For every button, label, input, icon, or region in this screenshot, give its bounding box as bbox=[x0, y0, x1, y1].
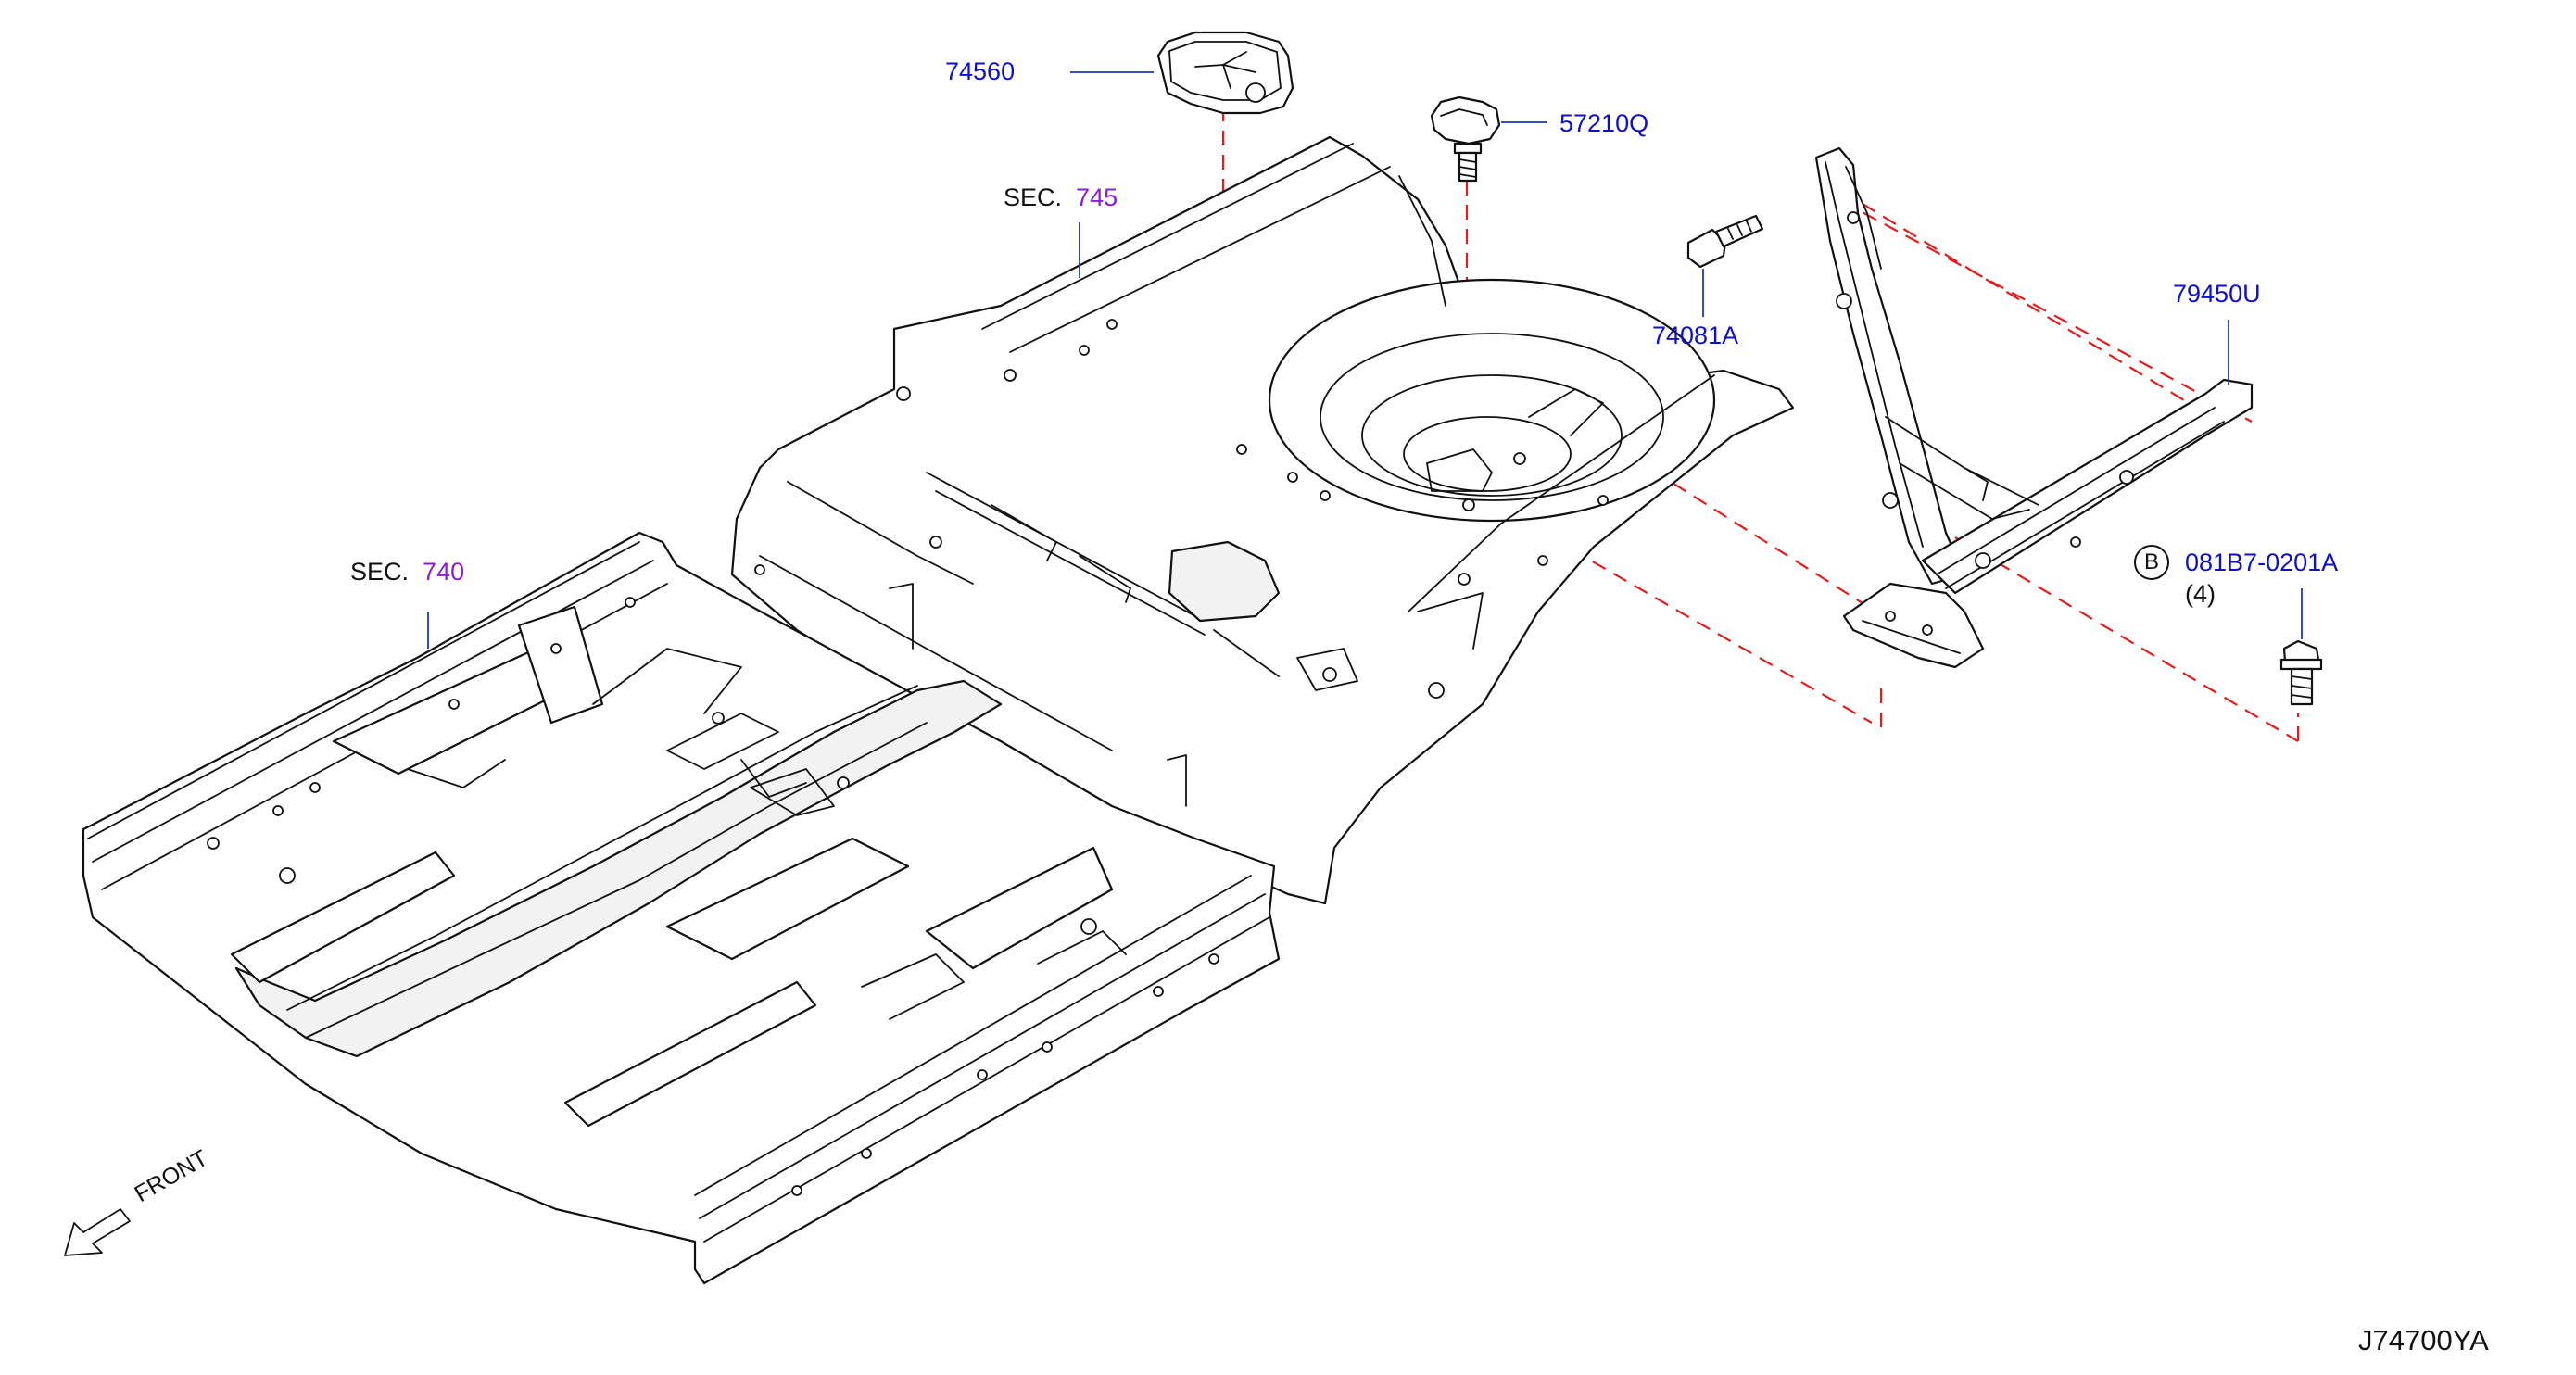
spare-tire-clamp-bolt-part bbox=[1430, 95, 1501, 183]
bolt-marker-circle: B bbox=[2134, 545, 2169, 580]
cross-member-part bbox=[1814, 146, 2254, 669]
diagram-code: J74700YA bbox=[2358, 1324, 2489, 1356]
part-number-57210q: 57210Q bbox=[1559, 109, 1649, 137]
part-number-74081a: 74081A bbox=[1652, 322, 1739, 349]
section-ref-745-number: 745 bbox=[1076, 183, 1118, 211]
part-number-081b7: 081B7-0201A bbox=[2185, 549, 2339, 576]
part-number-74560: 74560 bbox=[945, 57, 1016, 85]
rear-floor-panel bbox=[730, 135, 1795, 905]
section-ref-740-number: 740 bbox=[423, 558, 465, 586]
bolt-74081a-part bbox=[1686, 214, 1764, 269]
section-ref-740: SEC. 740 bbox=[350, 558, 464, 586]
leader-lines bbox=[427, 71, 2303, 649]
front-arrow-icon bbox=[64, 1208, 131, 1256]
spare-tire-cover-part bbox=[1156, 31, 1294, 115]
part-number-79450u: 79450U bbox=[2173, 280, 2261, 308]
section-ref-740-prefix: SEC. bbox=[350, 558, 410, 586]
front-floor-panel bbox=[82, 531, 1281, 1285]
section-ref-745: SEC. 745 bbox=[1004, 183, 1118, 211]
bolt-081b7-part bbox=[2279, 639, 2323, 706]
bolt-quantity: (4) bbox=[2185, 580, 2216, 608]
section-ref-745-prefix: SEC. bbox=[1004, 183, 1063, 211]
